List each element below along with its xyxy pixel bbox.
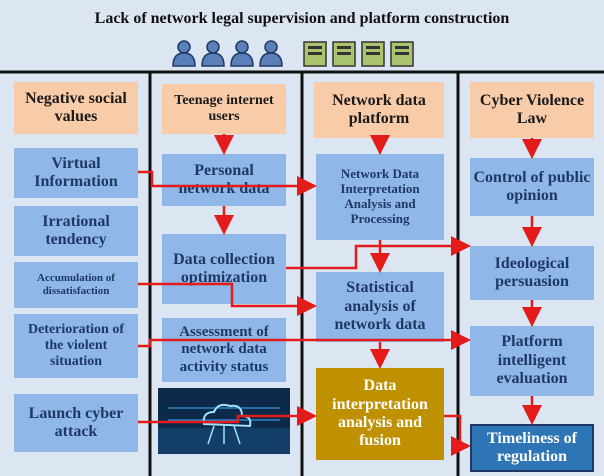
server-icon [303,41,327,67]
node-personal-network-data: Personal network data [162,154,286,206]
arrow [444,414,471,456]
node-statistical-analysis: Statistical analysis of network data [316,272,444,342]
node-interpretation-fusion: Data interpretation analysis and fusion [316,368,444,460]
server-icon-group [302,39,420,67]
server-icons [303,41,414,67]
server-icon [332,41,356,67]
person-icons [172,40,283,67]
header-network-data-platform: Network data platform [314,82,444,138]
node-launch-cyber-attack: Launch cyber attack [14,394,138,452]
arrow [138,406,317,426]
diagram-title: Lack of network legal supervision and pl… [94,10,510,27]
top-banner: Lack of network legal supervision and pl… [2,2,602,72]
person-icon [172,40,196,67]
header-negative-social-values: Negative social values [14,82,138,134]
node-deterioration: Deterioration of the violent situation [14,314,138,378]
header-cyber-violence-law: Cyber Violence Law [470,82,594,138]
node-virtual-information: Virtual Information [14,148,138,198]
node-platform-intelligent-evaluation: Platform intelligent evaluation [470,326,594,396]
people-icon-group [170,39,288,67]
cloud-network-image [158,388,290,454]
cloud-network-icon [158,388,290,454]
node-assessment-activity-status: Assessment of network data activity stat… [162,318,286,382]
server-icon [361,41,385,67]
person-icon [259,40,283,67]
arrow [138,170,317,196]
arrow [138,330,471,350]
node-irrational-tendency: Irrational tendency [14,206,138,256]
header-teenage-internet-users: Teenage internet users [162,84,286,134]
person-icon [230,40,254,67]
node-interpretation-processing: Network Data Interpretation Analysis and… [316,154,444,240]
person-icon [201,40,225,67]
node-accumulation-of-dissatisfaction: Accumulation of dissatisfaction [14,262,138,308]
node-data-collection-optimization: Data collection optimization [162,234,286,304]
server-icon [390,41,414,67]
arrow [138,282,317,316]
node-timeliness-of-regulation: Timeliness of regulation [470,424,594,472]
arrow [286,236,471,270]
node-control-public-opinion: Control of public opinion [470,158,594,216]
node-ideological-persuasion: Ideological persuasion [470,246,594,300]
